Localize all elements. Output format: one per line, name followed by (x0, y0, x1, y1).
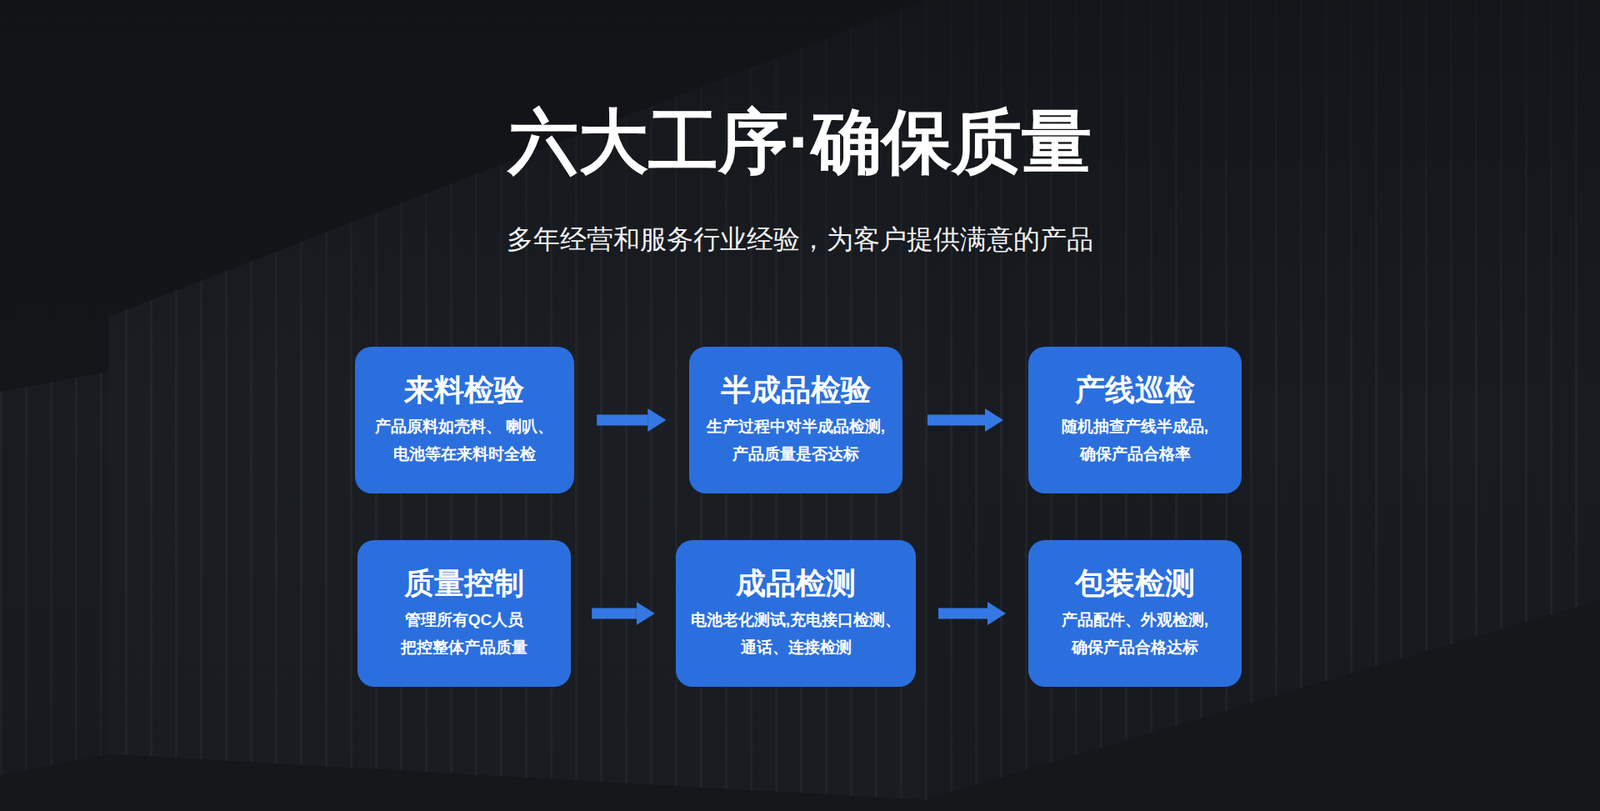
process-box: 质量控制管理所有QC人员 把控整体产品质量 (357, 540, 571, 687)
page-title: 六大工序·确保质量 (0, 98, 1600, 186)
process-box: 产线巡检随机抽查产线半成品, 确保产品合格率 (1028, 346, 1242, 494)
process-box: 包装检测产品配件、外观检测, 确保产品合格达标 (1028, 540, 1242, 687)
process-box: 成品检测电池老化测试,充电接口检测、 通话、连接检测 (675, 540, 916, 687)
flow-arrow (596, 415, 648, 426)
flow-arrow (591, 608, 637, 620)
step-description: 电池老化测试,充电接口检测、 通话、连接检测 (689, 605, 903, 661)
flow-arrow (927, 415, 985, 426)
process-box: 来料检验产品原料如壳料、 喇叭、电池等在来料时全检 (355, 346, 575, 494)
subtitle: 多年经营和服务行业经验，为客户提供满意的产品 (0, 222, 1600, 258)
step-title: 来料检验 (404, 371, 525, 408)
step-description: 产品配件、外观检测, 确保产品合格达标 (1060, 605, 1210, 661)
step-title: 质量控制 (404, 565, 525, 601)
step-title: 成品检测 (735, 565, 856, 601)
process-box: 半成品检验生产过程中对半成品检测, 产品质量是否达标 (689, 346, 903, 494)
step-description: 生产过程中对半成品检测, 产品质量是否达标 (705, 412, 887, 468)
step-title: 半成品检验 (720, 371, 871, 408)
flow-arrow (938, 608, 988, 620)
step-description: 管理所有QC人员 把控整体产品质量 (400, 605, 530, 661)
step-title: 产线巡检 (1075, 371, 1195, 408)
step-description: 随机抽查产线半成品, 确保产品合格率 (1060, 412, 1210, 468)
step-description: 产品原料如壳料、 喇叭、电池等在来料时全检 (368, 412, 561, 468)
step-title: 包装检测 (1075, 565, 1195, 601)
